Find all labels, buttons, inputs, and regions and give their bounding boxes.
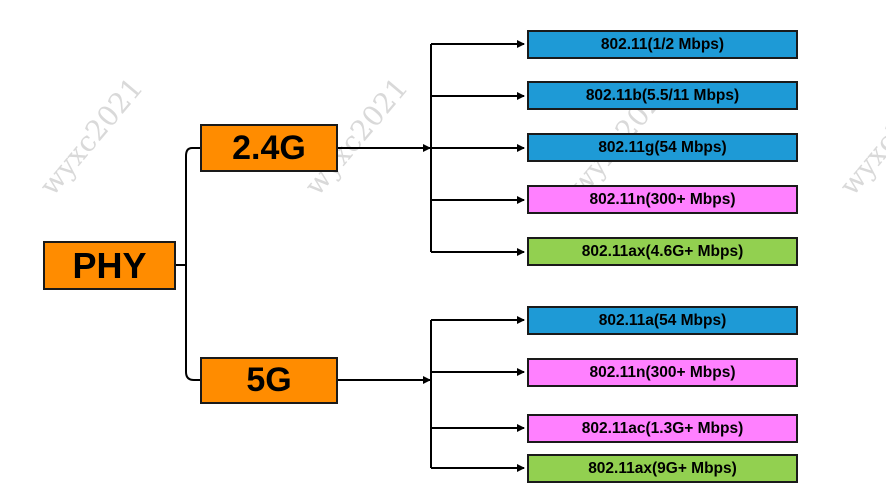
standard-node: 802.11a(54 Mbps) bbox=[527, 306, 798, 335]
standard-node: 802.11n(300+ Mbps) bbox=[527, 185, 798, 214]
standard-node: 802.11n(300+ Mbps) bbox=[527, 358, 798, 387]
standard-node: 802.11g(54 Mbps) bbox=[527, 133, 798, 162]
band-node-5g: 5G bbox=[200, 357, 338, 404]
standard-node: 802.11(1/2 Mbps) bbox=[527, 30, 798, 59]
standard-node: 802.11ax(4.6G+ Mbps) bbox=[527, 237, 798, 266]
standard-node: 802.11b(5.5/11 Mbps) bbox=[527, 81, 798, 110]
standard-node: 802.11ac(1.3G+ Mbps) bbox=[527, 414, 798, 443]
band-node-2.4g: 2.4G bbox=[200, 124, 338, 172]
standard-node: 802.11ax(9G+ Mbps) bbox=[527, 454, 798, 483]
connector-root-bracket bbox=[185, 147, 195, 381]
phy-node: PHY bbox=[43, 241, 176, 290]
